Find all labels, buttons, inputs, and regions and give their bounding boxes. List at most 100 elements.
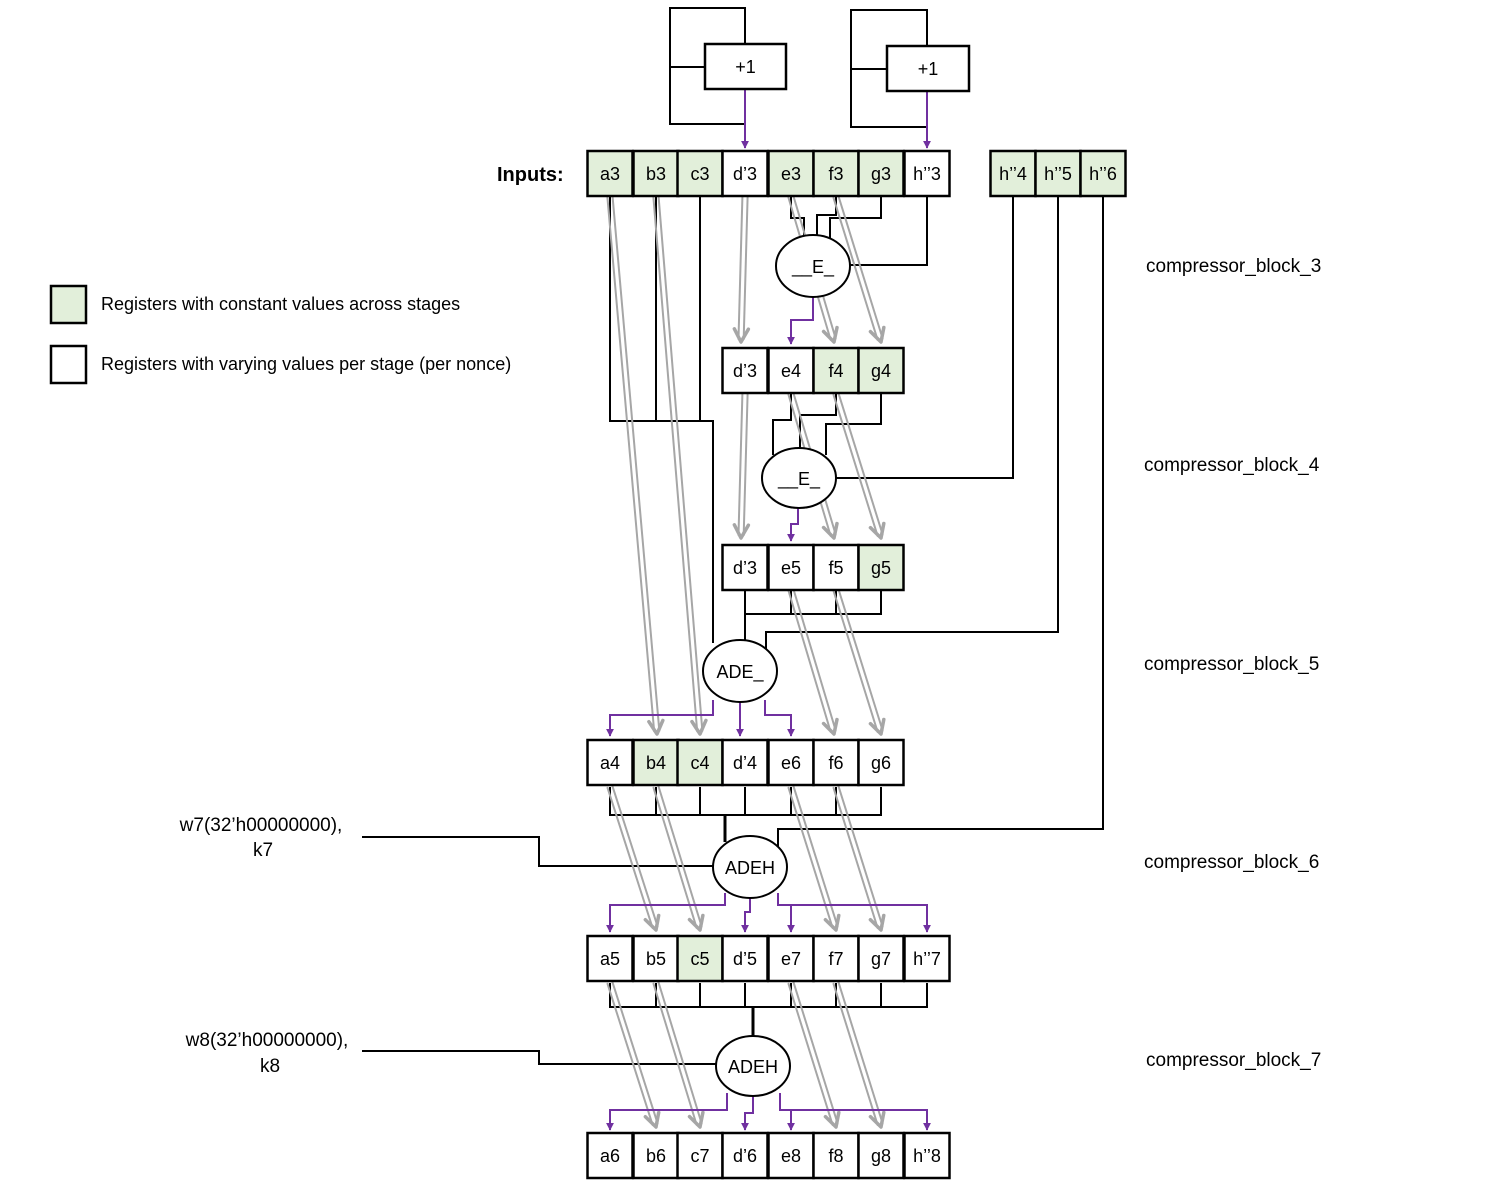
constant-w7-k7: w7(32’h00000000), k7 xyxy=(179,815,343,861)
register-stage6-6-label: g6 xyxy=(871,753,891,773)
pass-through-arrow xyxy=(606,785,661,932)
register-stage5-3-label: g5 xyxy=(871,558,891,578)
legend-label-varying: Registers with varying values per stage … xyxy=(101,354,511,374)
register-stage4-1: e4 xyxy=(767,346,815,395)
wire-stage5-bus xyxy=(744,590,882,615)
counter-loop-left xyxy=(669,7,746,68)
register-stage6-1-label: b4 xyxy=(646,753,666,773)
operator-e-block4: __E_ xyxy=(761,447,837,509)
counter-left: +1 xyxy=(703,42,788,91)
wire-f4-to-e-op xyxy=(799,394,837,448)
register-stage6-4: e6 xyxy=(767,738,815,787)
pass-through-arrow xyxy=(832,981,886,1129)
register-stage7-1-label: b5 xyxy=(646,949,666,969)
pass-through-arrow xyxy=(787,785,841,932)
wire-a3-down xyxy=(609,197,714,643)
result-arrow-e6 xyxy=(764,700,795,737)
result-arrow-e4 xyxy=(787,296,814,345)
register-inputs-1-label: b3 xyxy=(646,164,666,184)
register-inputs-0: a3 xyxy=(586,149,634,198)
register-inputs-5: f3 xyxy=(812,149,860,198)
block-label-3: compressor_block_3 xyxy=(1146,256,1321,277)
register-stage7-3-label: d’5 xyxy=(733,949,757,969)
register-stage8-7: h’’8 xyxy=(903,1131,951,1180)
register-stage7-5-label: f7 xyxy=(828,949,843,969)
register-inputs-2: c3 xyxy=(676,149,724,198)
register-stage7-0-label: a5 xyxy=(600,949,620,969)
counter-right-label: +1 xyxy=(918,59,939,79)
block-label-5: compressor_block_5 xyxy=(1144,654,1319,675)
register-h_inputs-0: h’’4 xyxy=(989,149,1037,198)
wire-e3-to-e-op xyxy=(790,197,805,240)
register-h_inputs-2-label: h’’6 xyxy=(1089,164,1117,184)
operator-adeh-block7: ADEH xyxy=(715,1035,791,1097)
register-stage4-0: d’3 xyxy=(721,346,769,395)
register-stage4-2: f4 xyxy=(812,346,860,395)
register-stage8-4: e8 xyxy=(767,1131,815,1180)
register-inputs-3-label: d’3 xyxy=(733,164,757,184)
register-stage5-2-label: f5 xyxy=(828,558,843,578)
register-stage5-1-label: e5 xyxy=(781,558,801,578)
register-stage4-3: g4 xyxy=(857,346,905,395)
block-label-4: compressor_block_4 xyxy=(1144,455,1320,476)
register-stage6-6: g6 xyxy=(857,738,905,787)
constant-w8-line2: k8 xyxy=(260,1056,280,1077)
register-stage6-1: b4 xyxy=(632,738,680,787)
register-stage6-2-label: c4 xyxy=(690,753,709,773)
result-arrow-layer xyxy=(606,90,931,1131)
register-stage7-4-label: e7 xyxy=(781,949,801,969)
register-h_inputs-1: h’’5 xyxy=(1034,149,1082,198)
operator-adeh-block7-label: ADEH xyxy=(728,1057,778,1077)
register-stage8-4-label: e8 xyxy=(781,1146,801,1166)
block-label-6: compressor_block_6 xyxy=(1144,852,1319,873)
result-arrow-d5 xyxy=(741,893,751,933)
register-stage7-7-label: h’’7 xyxy=(913,949,941,969)
wire-stage7-bus xyxy=(609,983,928,1008)
result-arrow-d6 xyxy=(741,1093,754,1131)
register-stage7-0: a5 xyxy=(586,934,634,983)
result-arrow-a5 xyxy=(606,893,726,933)
register-stage6-5-label: f6 xyxy=(828,753,843,773)
result-arrow-e8 xyxy=(779,1093,931,1131)
operator-ade-block5: ADE_ xyxy=(702,639,778,703)
result-arrow-a4 xyxy=(606,700,714,737)
register-stage4-1-label: e4 xyxy=(781,361,801,381)
operator-e-block3: __E_ xyxy=(775,234,851,298)
pass-through-arrow xyxy=(787,981,841,1129)
register-stage6-3: d’4 xyxy=(721,738,769,787)
register-stage8-6: g8 xyxy=(857,1131,905,1180)
register-h_inputs-2: h’’6 xyxy=(1079,149,1127,198)
pass-through-arrow xyxy=(606,981,661,1129)
constant-w7-line2: k7 xyxy=(253,840,273,861)
register-stage5-0: d’3 xyxy=(721,543,769,592)
operator-ade-block5-label: ADE_ xyxy=(716,662,764,683)
register-stage7-6: g7 xyxy=(857,934,905,983)
register-stage7-4: e7 xyxy=(767,934,815,983)
register-stage8-0: a6 xyxy=(586,1131,634,1180)
wire-e4-to-e-op xyxy=(772,394,792,455)
register-inputs-4: e3 xyxy=(767,149,815,198)
register-stage5-1: e5 xyxy=(767,543,815,592)
register-stage8-2: c7 xyxy=(676,1131,724,1180)
register-stage8-5-label: f8 xyxy=(828,1146,843,1166)
register-inputs-5-label: f3 xyxy=(828,164,843,184)
register-stage8-5: f8 xyxy=(812,1131,860,1180)
counter-right: +1 xyxy=(885,44,971,93)
wire-w7-to-adeh xyxy=(362,836,714,867)
register-inputs-4-label: e3 xyxy=(781,164,801,184)
register-stage6-2: c4 xyxy=(676,738,724,787)
wire-h6-to-adeh xyxy=(777,197,1104,848)
pass-through-arrow xyxy=(832,588,886,736)
constant-w7-line1: w7(32’h00000000), xyxy=(179,815,343,836)
register-inputs-0-label: a3 xyxy=(600,164,620,184)
wire-w8-to-adeh xyxy=(362,1050,716,1065)
register-inputs-6-label: g3 xyxy=(871,164,891,184)
inputs-label: Inputs: xyxy=(497,164,564,186)
